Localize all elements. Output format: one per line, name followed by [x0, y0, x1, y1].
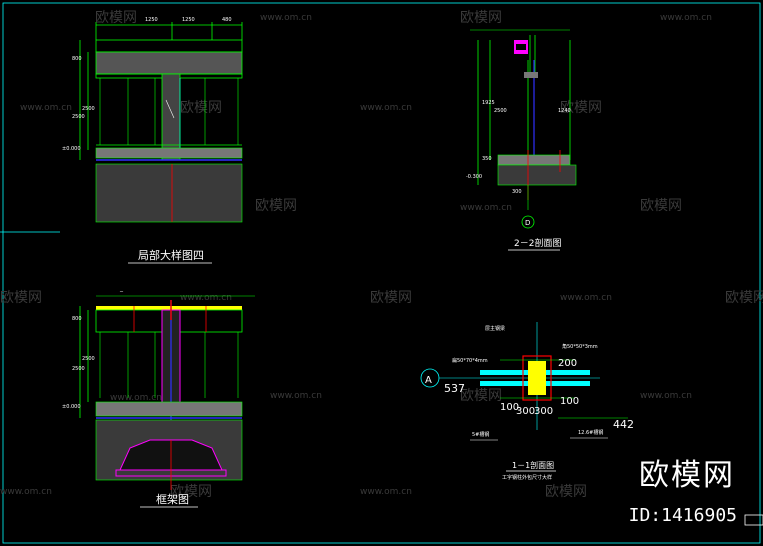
steel-label: 角50*50*3mm: [562, 343, 598, 350]
steel-label: 12.6#槽钢: [578, 429, 603, 436]
watermark-brand: 欧模网: [170, 484, 212, 500]
watermark-url: www.om.cn: [110, 393, 162, 403]
dim-label: 300: [534, 406, 553, 417]
steel-label: 扁50*70*4mm: [452, 357, 488, 364]
watermark-url: www.om.cn: [360, 487, 412, 497]
level-label: -0.300: [466, 174, 482, 180]
annotation-tick: ─: [119, 289, 124, 295]
watermark-url: www.om.cn: [0, 487, 52, 497]
dim-label: 300: [516, 406, 535, 417]
watermark-layer: 欧模网 www.om.cn 欧模网 www.om.cn www.om.cn 欧模…: [0, 10, 763, 500]
steel-label: 5#槽钢: [472, 431, 489, 438]
dim-label: 300: [512, 189, 522, 195]
axis-label: A: [425, 375, 432, 386]
watermark-brand: 欧模网: [370, 290, 412, 306]
dim-label: 1240: [558, 108, 571, 114]
section-1-1-title: 1－1剖面图: [512, 460, 554, 470]
section-note: 工字钢柱外包尺寸大样: [502, 474, 552, 481]
dim-label: 800: [72, 56, 82, 62]
dim-label: 200: [558, 358, 577, 369]
dim-label: 2500: [82, 106, 95, 112]
dim-label: 2500: [72, 366, 85, 372]
watermark-url: www.om.cn: [360, 103, 412, 113]
watermark-url: www.om.cn: [660, 13, 712, 23]
level-label: ±0.000: [62, 404, 81, 410]
steel-label: 层主钢梁: [485, 325, 505, 332]
watermark-brand: 欧模网: [725, 290, 763, 306]
watermark-url: www.om.cn: [270, 391, 322, 401]
dim-label: 2500: [82, 356, 95, 362]
watermark-url: www.om.cn: [260, 13, 312, 23]
dim-label: 2500: [494, 108, 507, 114]
watermark-brand: 欧模网: [560, 100, 602, 116]
detail-4-title: 局部大样图四: [138, 248, 204, 262]
watermark-url: www.om.cn: [460, 203, 512, 213]
watermark-brand: 欧模网: [95, 10, 137, 26]
dim-label: 1250: [182, 17, 195, 23]
watermark-brand: 欧模网: [0, 290, 42, 306]
overlay-id-label: ID:1416905: [628, 505, 737, 526]
watermark-url: www.om.cn: [640, 391, 692, 401]
watermark-url: www.om.cn: [560, 293, 612, 303]
watermark-url: www.om.cn: [180, 293, 232, 303]
dim-label: 100: [560, 396, 579, 407]
watermark-brand: 欧模网: [640, 198, 682, 214]
watermark-brand: 欧模网: [255, 198, 297, 214]
dim-label: 350: [482, 156, 492, 162]
section-2-2-title: 2－2剖面图: [514, 237, 561, 249]
dim-label: 442: [613, 418, 634, 431]
watermark-brand: 欧模网: [180, 100, 222, 116]
frame-drawing: ─ 800 2500 2500 ±0.000 框架图: [62, 289, 255, 508]
watermark-brand: 欧模网: [545, 484, 587, 500]
dim-label: 2500: [72, 114, 85, 120]
overlay-brand-watermark: 欧模网: [639, 458, 735, 493]
watermark-brand: 欧模网: [460, 388, 502, 404]
section-2-2-drawing: 1925 2500 1240 350 300 -0.300 D 2－2剖面图: [466, 29, 577, 251]
dim-label: 1925: [482, 100, 495, 106]
section-1-1-drawing: A 537 100 200 100 300 300 442 扁50*70*4mm…: [420, 322, 634, 481]
dim-label: 480: [222, 17, 232, 23]
frame-title: 框架图: [156, 493, 189, 506]
corner-mark: [744, 514, 763, 526]
detail-4-drawing: 1250 1250 480 800 2500 2500 ±0.000 局部大样图…: [62, 17, 243, 264]
axis-label: D: [525, 219, 530, 227]
dim-label: 100: [500, 402, 519, 413]
dim-label: 800: [72, 316, 82, 322]
dim-label: 537: [444, 382, 465, 395]
dim-label: 1250: [145, 17, 158, 23]
level-label: ±0.000: [62, 146, 81, 152]
watermark-url: www.om.cn: [20, 103, 72, 113]
watermark-brand: 欧模网: [460, 10, 502, 26]
